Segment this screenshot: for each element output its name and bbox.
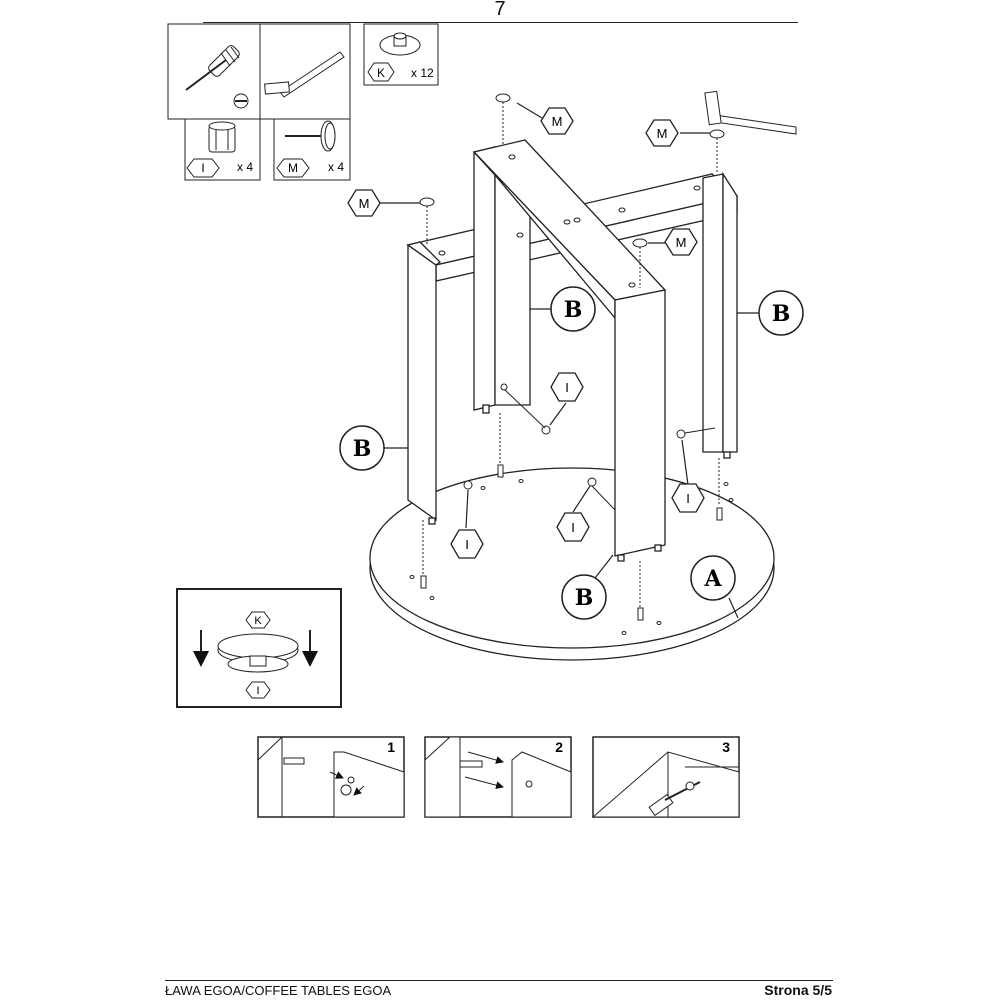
footer-rule — [165, 980, 833, 981]
hammer-icon — [264, 51, 345, 98]
header-rule — [203, 22, 798, 23]
footer-product-title: ŁAWA EGOA/COFFEE TABLES EGOA — [165, 983, 392, 998]
callout-m-4: M — [664, 228, 698, 256]
leg-front-left — [406, 241, 441, 525]
svg-text:M: M — [657, 126, 668, 141]
callout-i-3: I — [556, 512, 590, 542]
detail-i-badge: I — [245, 681, 271, 699]
table-top-a — [369, 467, 775, 661]
svg-text:M: M — [359, 196, 370, 211]
callout-m-2: M — [645, 119, 679, 147]
i-cam-lock-icon — [208, 121, 236, 153]
flat-head-slot-icon — [233, 93, 249, 109]
m-glide-nails — [419, 93, 725, 288]
beam-holes — [438, 154, 701, 391]
callout-b-back-right: B — [758, 290, 804, 336]
callout-leaders — [380, 102, 759, 619]
callout-b-front-right: B — [561, 574, 607, 620]
callout-i-1: I — [550, 372, 584, 402]
svg-text:M: M — [676, 235, 687, 250]
i-qty: x 4 — [237, 160, 253, 174]
step-panel-1 — [257, 736, 405, 818]
svg-text:I: I — [201, 161, 204, 175]
svg-text:I: I — [256, 685, 259, 697]
step-2-number: 2 — [555, 739, 563, 755]
i-legend-badge: I — [186, 158, 220, 178]
dowels-and-cams — [409, 389, 734, 635]
step-1-number: 1 — [387, 739, 395, 755]
k-legend-badge: K — [367, 62, 395, 82]
step-3-number: 3 — [722, 739, 730, 755]
svg-text:I: I — [571, 520, 575, 535]
callout-m-1: M — [540, 107, 574, 135]
svg-text:K: K — [377, 66, 385, 80]
page-number: 7 — [494, 0, 506, 20]
callout-m-3: M — [347, 189, 381, 217]
m-nail-glide-icon — [285, 120, 336, 152]
svg-text:M: M — [552, 114, 563, 129]
leg-back-right — [702, 171, 738, 459]
svg-text:M: M — [288, 161, 298, 175]
cam-detail-box: K I — [176, 588, 342, 708]
callout-a-table-top: A — [690, 555, 736, 601]
phillips-screwdriver-icon — [185, 45, 240, 91]
footer-page-indicator: Strona 5/5 — [764, 982, 832, 998]
svg-text:I: I — [565, 380, 569, 395]
svg-text:A: A — [703, 566, 722, 592]
svg-text:B: B — [353, 436, 372, 462]
callout-b-front-left: B — [339, 425, 385, 471]
svg-text:B: B — [772, 301, 791, 327]
k-cap-part-icon — [379, 32, 421, 56]
leg-front-right — [614, 289, 666, 562]
svg-text:B: B — [564, 297, 583, 323]
k-qty: x 12 — [411, 66, 434, 80]
callout-i-2: I — [450, 529, 484, 559]
callout-i-4: I — [671, 483, 705, 513]
step-panel-3 — [591, 736, 740, 818]
m-qty: x 4 — [328, 160, 344, 174]
svg-text:K: K — [254, 615, 262, 627]
hammer-scene-icon — [704, 90, 797, 135]
tools-panel — [167, 23, 439, 181]
m-legend-badge: M — [276, 158, 310, 178]
svg-text:I: I — [686, 491, 690, 506]
callout-b-back-left: B — [550, 286, 596, 332]
leg-back-left — [473, 145, 531, 414]
svg-text:I: I — [465, 537, 469, 552]
svg-text:B: B — [575, 585, 594, 611]
detail-k-badge: K — [245, 611, 271, 629]
step-panel-2 — [424, 736, 572, 818]
